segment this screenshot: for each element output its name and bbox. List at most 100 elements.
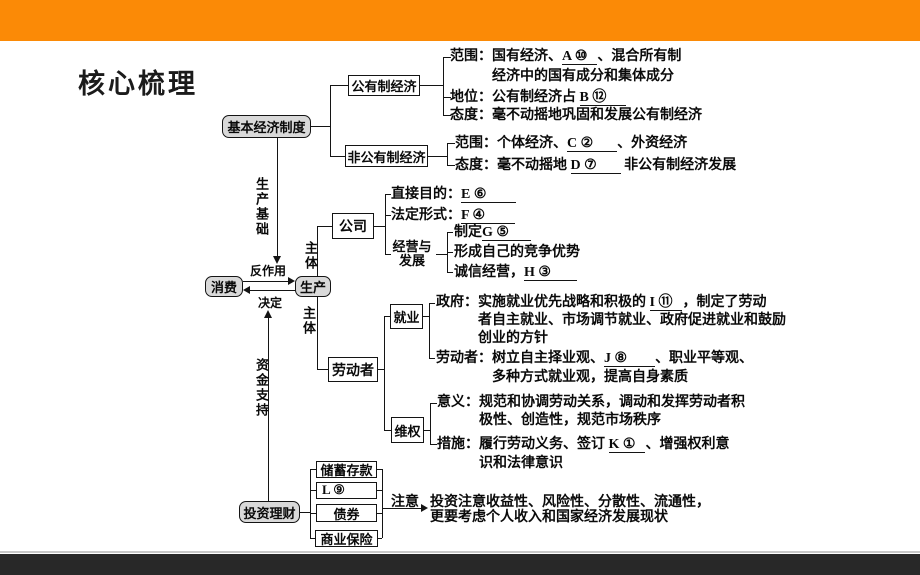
- stub-line: [377, 513, 382, 514]
- company-compete-row: 形成自己的竞争优势: [454, 245, 580, 260]
- stub-line: [443, 57, 451, 58]
- top-bar: [0, 0, 920, 41]
- connector-line: [378, 369, 384, 370]
- node-l-blank: L ⑨: [316, 482, 377, 499]
- connector-line: [330, 156, 345, 157]
- label-reaction: 反作用: [250, 264, 287, 278]
- opdev-line2: 发展: [398, 253, 425, 268]
- bracket-line: [385, 194, 386, 254]
- text: 形成自己的竞争优势: [454, 245, 580, 260]
- stub-line: [385, 194, 391, 195]
- label-subject-lower: 主体: [301, 306, 316, 336]
- text: 履行劳动义务、签订: [479, 437, 609, 452]
- blank-J: J ⑧: [604, 351, 656, 367]
- text: 实施就业优先战略和积极的: [478, 295, 650, 310]
- arrow-right-icon: [288, 277, 295, 285]
- connector-line: [428, 156, 447, 157]
- text: 诚信经营，: [454, 265, 524, 280]
- public-status-label: 地位：: [450, 90, 492, 105]
- blank-D: D ⑦: [570, 158, 621, 174]
- text: 树立自主择业观、: [492, 351, 604, 366]
- connector-line: [317, 297, 318, 369]
- rights-meaning-label: 意义：: [437, 395, 479, 410]
- stub-line: [429, 303, 435, 304]
- connector-line: [420, 85, 443, 86]
- text: 制定: [454, 225, 482, 240]
- label-note: 注意: [391, 495, 419, 510]
- stub-line: [384, 316, 390, 317]
- stub-line: [310, 538, 315, 539]
- blank-H: H ③: [524, 265, 577, 281]
- company-legal-row: 法定形式： F ④: [391, 208, 516, 224]
- nonpublic-attitude-row: 态度： 毫不动摇地 D ⑦ 非公有制经济发展: [455, 158, 737, 174]
- text: 毫不动摇地巩固和发展公有制经济: [492, 108, 702, 123]
- node-investment: 投资理财: [239, 501, 300, 523]
- public-attitude-label: 态度：: [450, 108, 492, 123]
- label-production-basis: 生产基础: [254, 177, 269, 237]
- investment-note-row: 投资注意收益性、风险性、分散性、流通性， 更要考虑个人收入和国家经济发展现状: [430, 495, 710, 525]
- blank-E: E ⑥: [461, 187, 517, 203]
- stub-line: [447, 165, 455, 166]
- text: 个体经济、: [497, 136, 567, 151]
- text: 、外资经济: [617, 136, 688, 151]
- text: 极性、创造性，规范市场秩序: [479, 413, 661, 428]
- bracket-line: [430, 403, 431, 444]
- company-integrity-row: 诚信经营， H ③: [454, 265, 577, 281]
- rights-measures-label: 措施：: [437, 437, 479, 452]
- blank-K: K ①: [608, 437, 646, 453]
- connector-line: [317, 226, 318, 276]
- bracket-line: [384, 316, 385, 430]
- determines-arrow-line: [250, 290, 296, 291]
- employment-gov-row: 政府： 实施就业优先战略和积极的 I ⑪，制定了劳动 者自主就业、市场调节就业、…: [436, 294, 786, 348]
- stub-line: [447, 232, 453, 233]
- connector-line: [317, 226, 332, 227]
- text: 规范和协调劳动关系，调动和发挥劳动者积: [479, 395, 745, 410]
- connector-line: [317, 369, 328, 370]
- text: 创业的方针: [478, 331, 548, 346]
- blank-I: I ⑪: [649, 295, 683, 311]
- opdev-line1: 经营与: [392, 239, 432, 254]
- label-determines: 决定: [258, 296, 283, 310]
- stub-line: [384, 430, 391, 431]
- footer-divider: [0, 551, 920, 553]
- employment-worker-label: 劳动者：: [436, 351, 492, 366]
- label-subject-upper: 主体: [303, 241, 318, 271]
- node-laborer: 劳动者: [328, 357, 378, 382]
- text: 投资注意收益性、风险性、分散性、流通性，: [430, 495, 710, 510]
- text: 国有经济、: [492, 49, 562, 64]
- public-scope-label: 范围：: [450, 49, 492, 64]
- company-legal-label: 法定形式：: [391, 208, 461, 223]
- stub-line: [378, 538, 382, 539]
- stub-line: [429, 358, 435, 359]
- stub-line: [447, 272, 453, 273]
- node-insurance: 商业保险: [315, 530, 378, 547]
- node-employment: 就业: [390, 304, 423, 329]
- node-company: 公司: [332, 213, 374, 239]
- nonpublic-attitude-label: 态度：: [455, 158, 497, 173]
- bracket-line: [447, 143, 448, 165]
- company-direct-label: 直接目的：: [391, 187, 461, 202]
- node-consumption: 消费: [205, 276, 243, 297]
- label-fund-support: 资金支持: [254, 358, 269, 418]
- stub-line: [385, 254, 391, 255]
- text: 、职业平等观、: [655, 351, 754, 366]
- nonpublic-scope-row: 范围： 个体经济、C ②、外资经济: [455, 136, 688, 152]
- nonpublic-scope-label: 范围：: [455, 136, 497, 151]
- connector-line: [436, 254, 447, 255]
- connector-line: [423, 316, 429, 317]
- blank-L: L ⑨: [322, 482, 367, 499]
- text: 非公有制经济发展: [620, 158, 737, 173]
- connector-line: [424, 430, 430, 431]
- bracket-line: [330, 85, 331, 156]
- text: 多种方式就业观，提高自身素质: [492, 370, 688, 385]
- bracket-line: [429, 303, 430, 358]
- node-nonpublic-economy: 非公有制经济: [345, 145, 428, 167]
- blank-G: G ⑤: [482, 225, 531, 241]
- arrow-left-icon: [243, 286, 250, 294]
- page-title: 核心梳理: [78, 69, 198, 99]
- employment-worker-row: 劳动者： 树立自主择业观、J ⑧、职业平等观、 多种方式就业观，提高自身素质: [436, 349, 753, 387]
- note-arrow-line: [382, 508, 421, 509]
- company-direct-row: 直接目的： E ⑥: [391, 187, 517, 203]
- connector-line: [374, 226, 385, 227]
